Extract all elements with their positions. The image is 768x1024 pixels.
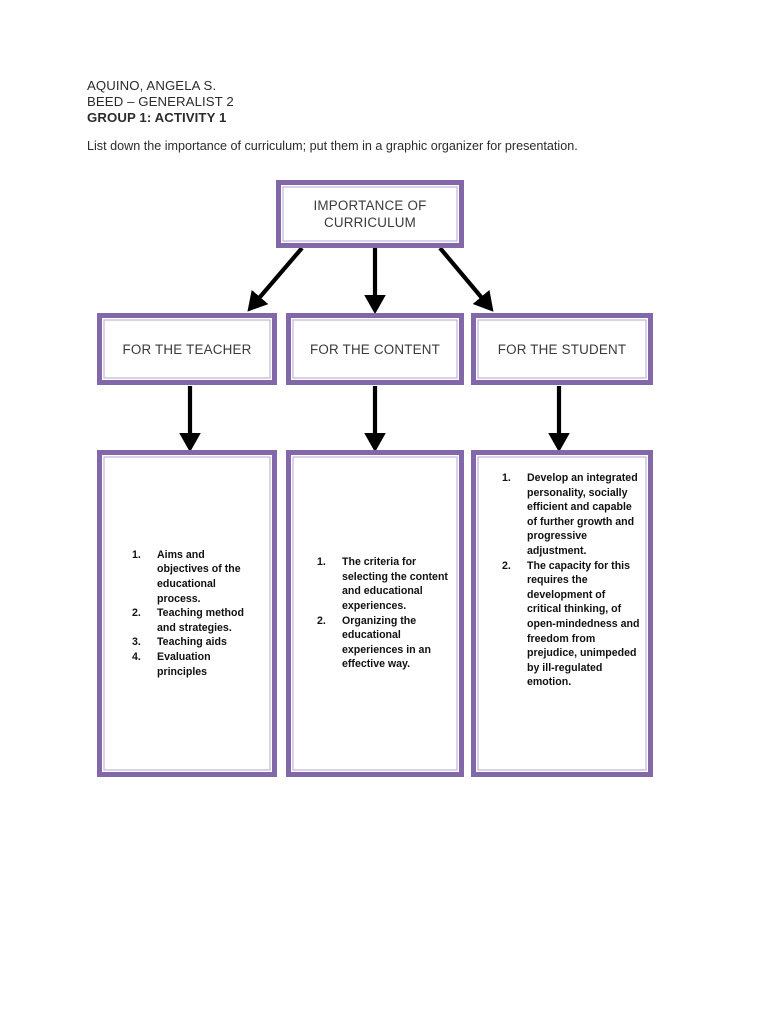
- header-block: AQUINO, ANGELA S. BEED – GENERALIST 2 GR…: [87, 78, 687, 127]
- activity-prompt: List down the importance of curriculum; …: [87, 139, 578, 153]
- arrow-root-to-student: [438, 246, 494, 312]
- list-item-number: 1.: [502, 472, 511, 484]
- student-name: AQUINO, ANGELA S.: [87, 78, 217, 93]
- details-content[interactable]: 1. The criteria for selecting the conten…: [286, 450, 464, 777]
- list-item-text: Teaching aids: [157, 636, 227, 649]
- list-item-number: 2.: [317, 614, 326, 627]
- node-for-the-teacher[interactable]: FOR THE TEACHER: [97, 313, 277, 385]
- list-item-text: Evaluation principles: [157, 650, 211, 678]
- node-student-label: FOR THE STUDENT: [497, 341, 627, 357]
- list-item-number: 1.: [132, 548, 141, 561]
- details-student[interactable]: 1. Develop an integrated personality, so…: [471, 450, 653, 777]
- list-item-number: 4.: [132, 650, 141, 663]
- list-item-text: Organizing the educational experiences i…: [342, 614, 431, 671]
- node-teacher-label: FOR THE TEACHER: [122, 341, 252, 357]
- list-item-number: 2.: [132, 607, 141, 620]
- node-content-label: FOR THE CONTENT: [310, 341, 440, 357]
- details-teacher[interactable]: 1. Aims and objectives of the educationa…: [97, 450, 277, 777]
- node-for-the-content[interactable]: FOR THE CONTENT: [286, 313, 464, 385]
- list-item: 4. Evaluation principles: [132, 650, 258, 679]
- list-item-text: The criteria for selecting the content a…: [342, 556, 448, 612]
- arrow-root-to-teacher: [247, 246, 304, 312]
- list-item: 3. Teaching aids: [132, 635, 258, 650]
- node-for-the-student[interactable]: FOR THE STUDENT: [471, 313, 653, 385]
- list-item-text: Develop an integrated personality, socia…: [527, 472, 638, 557]
- list-item: 2. The capacity for this requires the de…: [502, 559, 640, 690]
- list-item-text: The capacity for this requires the devel…: [527, 559, 640, 689]
- list-item: 2. Teaching method and strategies.: [132, 606, 258, 635]
- list-item: 1. Develop an integrated personality, so…: [502, 471, 640, 559]
- list-item-number: 3.: [132, 636, 141, 649]
- content-list: 1. The criteria for selecting the conten…: [291, 555, 459, 672]
- list-item-number: 2.: [502, 559, 511, 572]
- student-list: 1. Develop an integrated personality, so…: [476, 471, 648, 690]
- list-item-text: Aims and objectives of the educational p…: [157, 548, 241, 605]
- node-root-label: IMPORTANCE OF CURRICULUM: [313, 198, 427, 230]
- list-item-text: Teaching method and strategies.: [157, 607, 244, 634]
- list-item: 1. The criteria for selecting the conten…: [317, 555, 449, 613]
- course-line: BEED – GENERALIST 2: [87, 94, 234, 110]
- teacher-list: 1. Aims and objectives of the educationa…: [102, 548, 272, 679]
- list-item-number: 1.: [317, 556, 326, 569]
- group-activity-line: GROUP 1: ACTIVITY 1: [87, 110, 227, 126]
- node-importance-of-curriculum[interactable]: IMPORTANCE OF CURRICULUM: [276, 180, 464, 248]
- list-item: 2. Organizing the educational experience…: [317, 614, 449, 672]
- list-item: 1. Aims and objectives of the educationa…: [132, 548, 258, 606]
